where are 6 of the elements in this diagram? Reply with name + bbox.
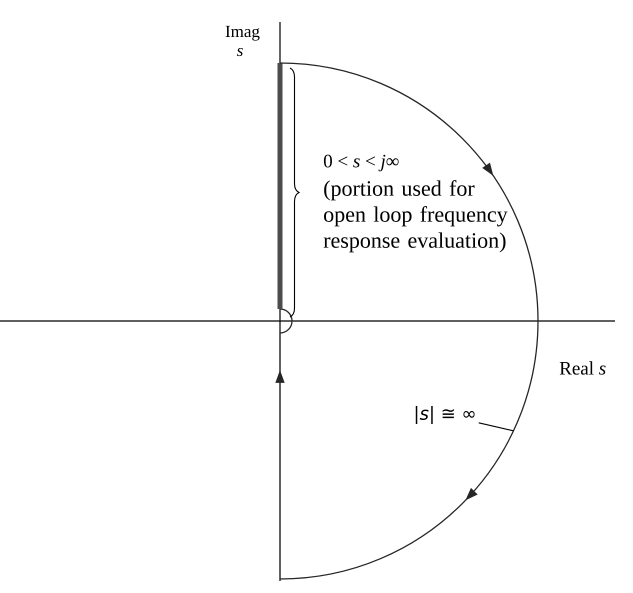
contour-arc xyxy=(280,62,539,580)
leader-line xyxy=(478,422,514,432)
axis-label: Imag s xyxy=(226,26,260,56)
annotation-text: (portion used for open loop frequency response evaluation) xyxy=(324,180,508,252)
range-label: 0 < s < j∞ xyxy=(324,154,399,172)
axis-label: Real s xyxy=(560,361,606,375)
